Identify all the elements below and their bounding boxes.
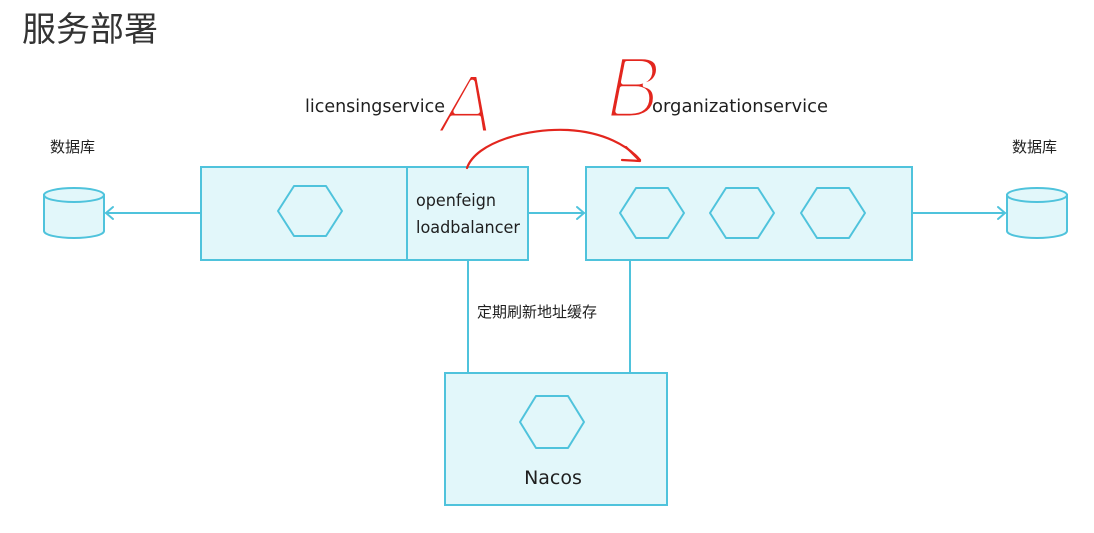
refresh-cache-label: 定期刷新地址缓存 — [477, 303, 597, 321]
licensing-service-label: licensingservice — [305, 96, 445, 117]
organization-service-label: organizationservice — [652, 96, 828, 117]
right-database-icon — [1006, 187, 1068, 239]
organization-instance-2-hexagon-icon — [709, 187, 775, 239]
annotation-a: A — [435, 59, 495, 152]
page-title: 服务部署 — [22, 10, 158, 50]
red-call-arrow — [465, 128, 642, 170]
organization-instance-1-hexagon-icon — [619, 187, 685, 239]
left-database-icon — [43, 187, 105, 239]
annotation-b: B — [606, 40, 664, 138]
client-line-loadbalancer: loadbalancer — [416, 218, 520, 238]
organization-service-box — [585, 166, 913, 261]
licensing-instance-hexagon-icon — [277, 185, 343, 237]
client-line-openfeign: openfeign — [416, 191, 496, 211]
arrow-licensing-to-organization — [527, 206, 585, 220]
organization-instance-3-hexagon-icon — [800, 187, 866, 239]
nacos-registry-box: Nacos — [444, 372, 668, 506]
right-database-label: 数据库 — [1012, 138, 1057, 156]
nacos-label: Nacos — [524, 467, 582, 489]
left-database-label: 数据库 — [50, 138, 95, 156]
licensing-service-box: openfeign loadbalancer — [200, 166, 529, 261]
arrow-organization-to-database — [911, 206, 1006, 220]
arrow-licensing-to-database — [105, 206, 201, 220]
nacos-hexagon-icon — [519, 395, 585, 449]
